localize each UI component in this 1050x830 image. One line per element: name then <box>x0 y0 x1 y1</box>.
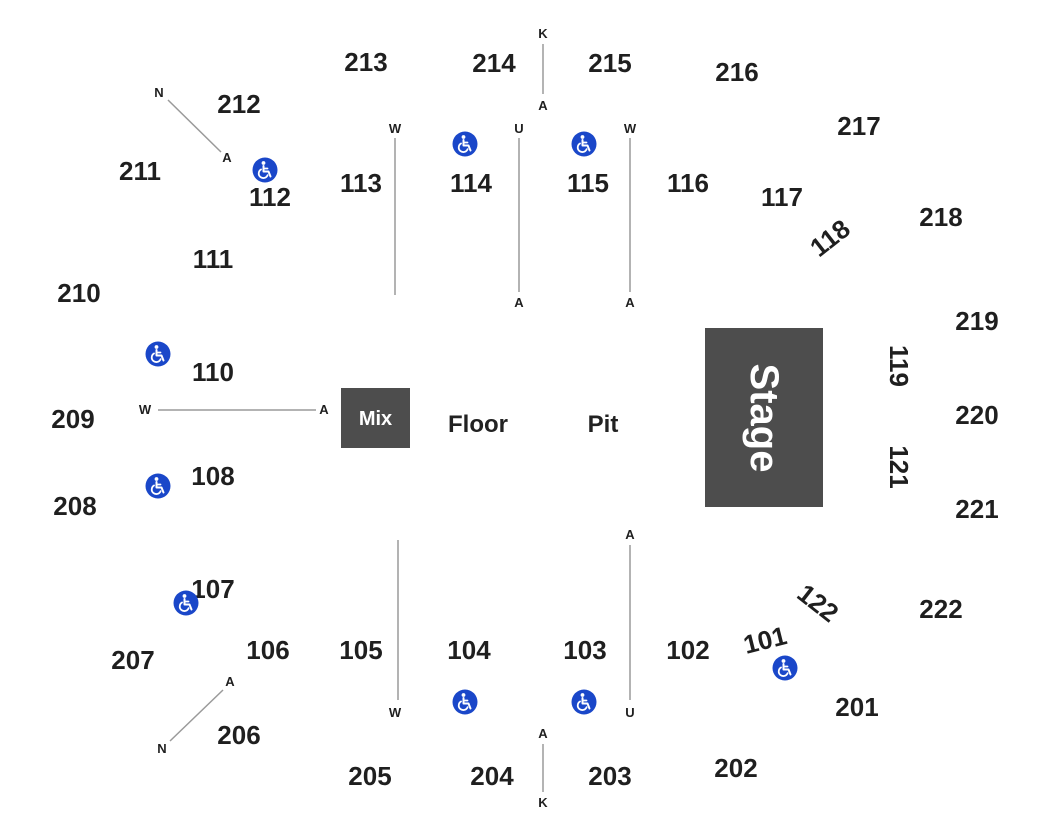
row-markers: K A W U A W A A N A W A W A U A K A N <box>139 26 637 810</box>
stage-block[interactable] <box>705 328 823 507</box>
section-221[interactable]: 221 <box>955 494 998 524</box>
mix-label: Mix <box>359 408 392 430</box>
aisle-lines <box>158 44 631 792</box>
mix-position[interactable]: Mix <box>341 388 410 448</box>
section-215[interactable]: 215 <box>588 48 631 78</box>
floor-label[interactable]: Floor <box>448 411 508 438</box>
wheelchair-icon[interactable] <box>145 473 171 499</box>
section-203[interactable]: 203 <box>588 761 631 791</box>
stage-label: Stage <box>742 364 786 473</box>
section-121[interactable]: 121 <box>884 445 914 488</box>
row-marker-u-102: U <box>625 705 634 720</box>
row-marker-n-top: N <box>154 85 163 100</box>
section-105[interactable]: 105 <box>339 635 382 665</box>
section-207[interactable]: 207 <box>111 645 154 675</box>
section-107[interactable]: 107 <box>191 574 234 604</box>
section-208[interactable]: 208 <box>53 491 96 521</box>
wheelchair-icon[interactable] <box>772 655 798 681</box>
section-103[interactable]: 103 <box>563 635 606 665</box>
section-214[interactable]: 214 <box>472 48 516 78</box>
row-marker-k-top: K <box>538 26 548 41</box>
wheelchair-icon[interactable] <box>252 157 278 183</box>
section-216[interactable]: 216 <box>715 57 758 87</box>
section-213[interactable]: 213 <box>344 47 387 77</box>
wheelchair-icon[interactable] <box>571 131 597 157</box>
section-119[interactable]: 119 <box>884 345 914 387</box>
row-marker-a-top: A <box>538 98 548 113</box>
stage[interactable]: Stage <box>705 328 823 507</box>
section-211[interactable]: 211 <box>119 156 161 186</box>
section-206[interactable]: 206 <box>217 720 260 750</box>
section-118[interactable]: 118 <box>804 213 856 262</box>
section-212[interactable]: 212 <box>217 89 260 119</box>
row-marker-u-114: U <box>514 121 523 136</box>
wheelchair-icon[interactable] <box>452 131 478 157</box>
wheelchair-icon[interactable] <box>145 341 171 367</box>
row-marker-n-bottom: N <box>157 741 166 756</box>
section-201[interactable]: 201 <box>835 692 878 722</box>
upper-sections: 201 202 203 204 205 206 207 208 209 210 … <box>51 47 998 791</box>
row-marker-a-102: A <box>625 527 635 542</box>
section-116[interactable]: 116 <box>667 168 709 198</box>
row-marker-w-floor: W <box>139 402 152 417</box>
section-115[interactable]: 115 <box>567 168 609 198</box>
section-220[interactable]: 220 <box>955 400 998 430</box>
section-217[interactable]: 217 <box>837 111 880 141</box>
section-202[interactable]: 202 <box>714 753 757 783</box>
section-204[interactable]: 204 <box>470 761 514 791</box>
section-104[interactable]: 104 <box>447 635 491 665</box>
section-209[interactable]: 209 <box>51 404 94 434</box>
pit-label[interactable]: Pit <box>588 411 619 438</box>
row-marker-a-206: A <box>225 674 235 689</box>
wheelchair-icon[interactable] <box>452 689 478 715</box>
wheelchair-icon[interactable] <box>173 590 199 616</box>
row-marker-a-204: A <box>538 726 548 741</box>
wheelchair-icon[interactable] <box>571 689 597 715</box>
row-marker-w-105: W <box>389 705 402 720</box>
section-117[interactable]: 117 <box>761 182 803 212</box>
row-marker-w-116: W <box>624 121 637 136</box>
section-102[interactable]: 102 <box>666 635 709 665</box>
lower-sections: 101 102 103 104 105 106 107 108 110 111 … <box>191 168 914 665</box>
row-marker-a-212: A <box>222 150 232 165</box>
accessible-seating-icons <box>145 131 798 715</box>
mix-block[interactable] <box>341 388 410 448</box>
row-marker-w-113: W <box>389 121 402 136</box>
row-marker-a-116: A <box>625 295 635 310</box>
section-205[interactable]: 205 <box>348 761 391 791</box>
section-108[interactable]: 108 <box>191 461 234 491</box>
section-114[interactable]: 114 <box>450 168 492 198</box>
section-101[interactable]: 101 <box>740 620 789 660</box>
row-marker-k-bottom: K <box>538 795 548 810</box>
section-106[interactable]: 106 <box>246 635 289 665</box>
section-219[interactable]: 219 <box>955 306 998 336</box>
aisle-line-n-bottom <box>169 689 224 742</box>
section-218[interactable]: 218 <box>919 202 962 232</box>
section-122[interactable]: 122 <box>792 578 845 628</box>
section-111[interactable]: 111 <box>193 244 234 274</box>
section-112[interactable]: 112 <box>249 182 291 212</box>
section-222[interactable]: 222 <box>919 594 962 624</box>
row-marker-a-114: A <box>514 295 524 310</box>
section-110[interactable]: 110 <box>192 357 234 387</box>
row-marker-a-floor: A <box>319 402 329 417</box>
section-113[interactable]: 113 <box>340 168 382 198</box>
aisle-line-n-top <box>167 99 222 153</box>
section-210[interactable]: 210 <box>57 278 100 308</box>
